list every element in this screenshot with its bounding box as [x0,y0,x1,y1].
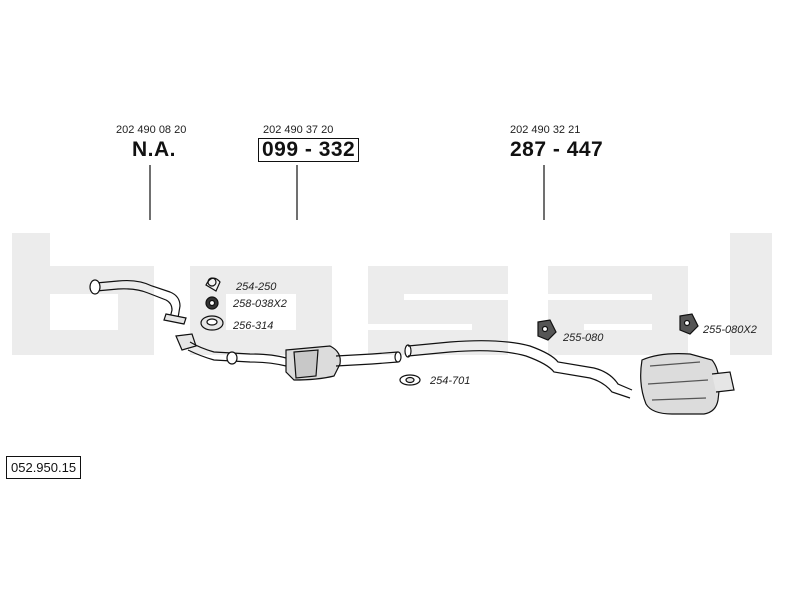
oem-number-3: 202 490 32 21 [510,124,581,136]
front-pipe-part [89,279,187,325]
fitting-label-255-080: 255-080 [563,332,604,344]
rear-pipe-muffler-part [404,340,735,415]
bosal-watermark [12,233,772,355]
fitting-label-256-314: 256-314 [233,320,274,332]
clamp-icon [205,277,221,292]
clamp-icon [399,374,421,386]
nut-icon [205,296,219,310]
part-number-2[interactable]: 099 - 332 [258,138,360,162]
rubber-mount-icon [537,319,557,341]
fitting-label-254-701: 254-701 [430,375,471,387]
fitting-label-254-250: 254-250 [236,281,277,293]
part-number-3: 287 - 447 [510,138,604,161]
fitting-label-258-038x2: 258-038X2 [233,298,287,310]
seal-ring-icon [200,315,224,331]
oem-number-2: 202 490 37 20 [263,124,334,136]
oem-number-1: 202 490 08 20 [116,124,187,136]
catalytic-converter-part [175,333,402,381]
reference-number: 052.950.15 [6,456,82,479]
rubber-mount-icon [679,313,699,335]
fitting-label-255-080x2: 255-080X2 [703,324,757,336]
part-number-1: N.A. [132,138,176,161]
